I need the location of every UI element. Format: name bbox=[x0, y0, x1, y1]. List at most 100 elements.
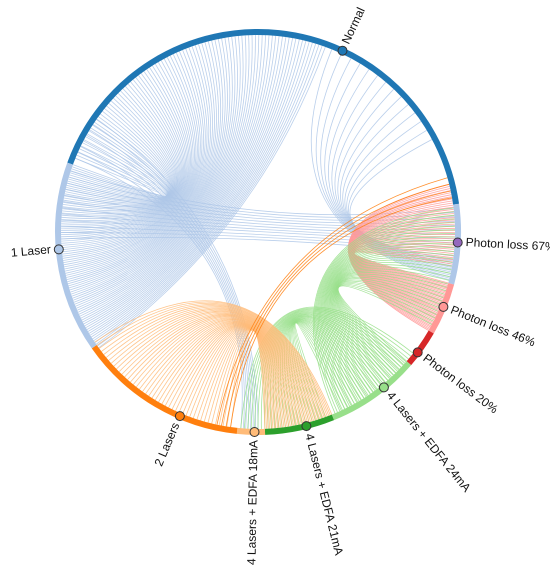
chord-line bbox=[240, 306, 414, 429]
links-layer bbox=[60, 34, 456, 430]
chord-line bbox=[61, 86, 180, 221]
ring-arc-normal bbox=[67, 29, 460, 205]
chord-line bbox=[331, 266, 450, 388]
chord-line bbox=[257, 311, 402, 430]
chord-line bbox=[127, 314, 313, 422]
chord-line bbox=[62, 100, 175, 212]
chord-line bbox=[225, 190, 451, 427]
chord-line bbox=[121, 312, 316, 421]
chord-line bbox=[337, 285, 433, 362]
chord-line bbox=[62, 55, 198, 255]
node-label-edfa24: 4 Lasers + EDFA 24mA bbox=[384, 389, 474, 495]
chord-line bbox=[331, 75, 451, 273]
chord-line bbox=[70, 37, 233, 293]
chord-line bbox=[230, 197, 453, 428]
chord-line bbox=[331, 264, 451, 390]
chord-line bbox=[328, 254, 454, 396]
chord-line bbox=[67, 39, 224, 285]
chord-line bbox=[63, 51, 203, 261]
chord-line bbox=[61, 83, 181, 223]
chord-line bbox=[203, 328, 277, 429]
node-label-normal: Normal bbox=[339, 5, 368, 46]
chord-line bbox=[325, 246, 455, 400]
chord-line bbox=[336, 280, 440, 372]
chord-line bbox=[61, 226, 455, 248]
chord-line bbox=[67, 133, 169, 199]
chord-line bbox=[68, 39, 226, 287]
chord-line bbox=[145, 319, 304, 424]
chord-line bbox=[92, 41, 310, 340]
chord-line bbox=[64, 46, 210, 270]
chord-line bbox=[70, 170, 454, 216]
chord-group-lasers2-normal bbox=[216, 177, 453, 428]
chord-line bbox=[322, 236, 455, 404]
chord-line bbox=[84, 36, 287, 327]
chord-line bbox=[61, 58, 195, 251]
chord-line bbox=[333, 270, 449, 385]
chord-line bbox=[264, 313, 397, 429]
chord-line bbox=[70, 36, 236, 295]
chord-line bbox=[314, 211, 454, 413]
chord-group-laser1-edfa18 bbox=[75, 118, 259, 430]
chord-line bbox=[60, 71, 187, 235]
chord-line bbox=[222, 329, 269, 429]
chord-line bbox=[158, 322, 297, 426]
chord-line bbox=[62, 54, 200, 257]
chord-group-edfa24-photon46 bbox=[312, 207, 456, 414]
chord-line bbox=[61, 57, 197, 253]
chord-line bbox=[310, 49, 450, 281]
chord-line bbox=[324, 63, 451, 276]
node-marker-normal bbox=[337, 45, 348, 56]
chord-line bbox=[88, 39, 300, 334]
chord-line bbox=[118, 311, 318, 421]
chord-line bbox=[116, 310, 319, 420]
chord-line bbox=[61, 65, 190, 242]
node-label-photon46: Photon loss 46% bbox=[449, 303, 538, 350]
chord-line bbox=[101, 304, 328, 417]
chord-line bbox=[64, 47, 208, 268]
node-label-lasers2: 2 Lasers bbox=[152, 420, 183, 468]
chord-line bbox=[254, 310, 404, 430]
chord-line bbox=[86, 38, 293, 330]
chord-line bbox=[80, 35, 273, 319]
chord-line bbox=[63, 49, 204, 263]
chord-line bbox=[353, 239, 455, 299]
chord-line bbox=[334, 273, 447, 381]
chord-line bbox=[60, 77, 183, 229]
chord-line bbox=[211, 328, 274, 429]
chord-line bbox=[62, 207, 456, 235]
node-label-photon67: Photon loss 67% bbox=[465, 235, 550, 254]
chord-line bbox=[73, 35, 247, 303]
chord-line bbox=[329, 257, 453, 394]
chord-line bbox=[63, 48, 206, 266]
chord-line bbox=[250, 309, 407, 429]
chord-line bbox=[161, 322, 296, 426]
chord-line bbox=[97, 45, 323, 347]
chord-line bbox=[69, 37, 231, 291]
chord-line bbox=[85, 37, 290, 329]
node-marker-laser1 bbox=[53, 244, 64, 255]
chord-line bbox=[290, 321, 362, 424]
node-label-photon20: Photon loss 20% bbox=[420, 351, 501, 417]
node-label-laser1: 1 Laser bbox=[10, 242, 51, 259]
chord-line bbox=[87, 38, 297, 332]
chord-line bbox=[326, 249, 455, 399]
chord-line bbox=[103, 305, 327, 418]
chord-line bbox=[75, 35, 253, 307]
chord-line bbox=[93, 42, 313, 342]
node-marker-lasers2 bbox=[174, 411, 185, 422]
chord-line bbox=[62, 52, 201, 259]
chord-line bbox=[96, 118, 259, 430]
chord-line bbox=[337, 284, 434, 364]
node-marker-edfa18 bbox=[249, 427, 260, 437]
node-marker-edfa24 bbox=[378, 382, 389, 393]
chord-line bbox=[65, 43, 215, 276]
chord-line bbox=[323, 239, 455, 403]
chord-line bbox=[337, 281, 439, 370]
chord-line bbox=[275, 316, 386, 428]
chord-line bbox=[329, 259, 453, 393]
chord-line bbox=[77, 151, 245, 429]
chord-line bbox=[320, 58, 450, 277]
chord-line bbox=[247, 308, 409, 429]
